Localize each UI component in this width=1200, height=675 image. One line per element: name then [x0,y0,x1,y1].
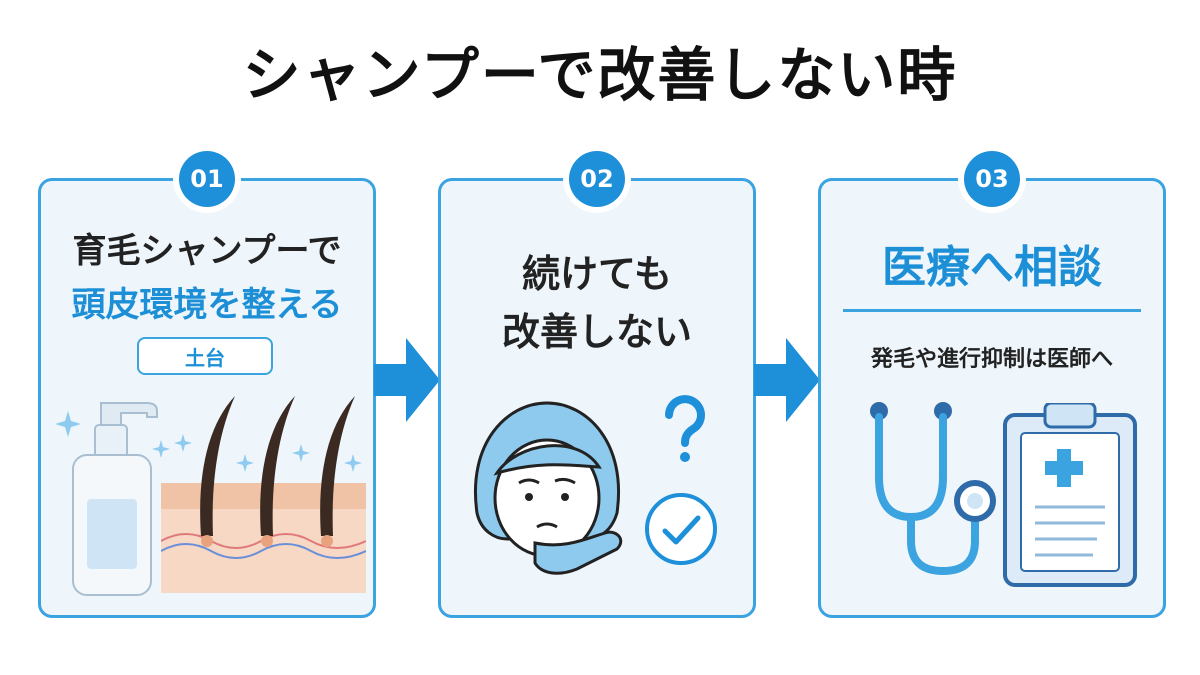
step-1-line1: 育毛シャンプーで [72,231,342,271]
step-2-line2: 改善しない [501,310,692,354]
page-title: シャンプーで改善しない時 [242,41,958,109]
step-number-badge: 03 [964,151,1020,207]
stethoscope-icon [870,402,996,576]
step-1-line2: 頭皮環境を整える [71,285,343,325]
worried-woman-icon [474,401,623,575]
step-number-badge: 01 [179,151,235,207]
step-card-1: 01 育毛シャンプーで 頭皮環境を整える 土台 [38,151,376,618]
medical-clipboard-icon [1003,403,1137,587]
step-number-badge: 02 [569,151,625,207]
step-3-note: 発毛や進行抑制は医師へ [870,347,1113,372]
foundation-tag: 土台 [137,337,273,375]
shampoo-bottle-icon [55,402,170,596]
step-card-3: 03 医療へ相談 発毛や進行抑制は医師へ [818,151,1166,618]
step-card-2: 02 続けても 改善しない [438,151,756,618]
check-circle-icon [645,493,717,565]
step-3-heading: 医療へ相談 [882,242,1102,293]
arrow-right-icon [374,338,440,422]
divider [843,309,1141,312]
question-mark-icon [665,395,705,462]
arrow-right-icon [754,338,820,422]
step-2-line1: 続けても [521,252,673,296]
scalp-hair-cross-section-icon [161,396,366,593]
